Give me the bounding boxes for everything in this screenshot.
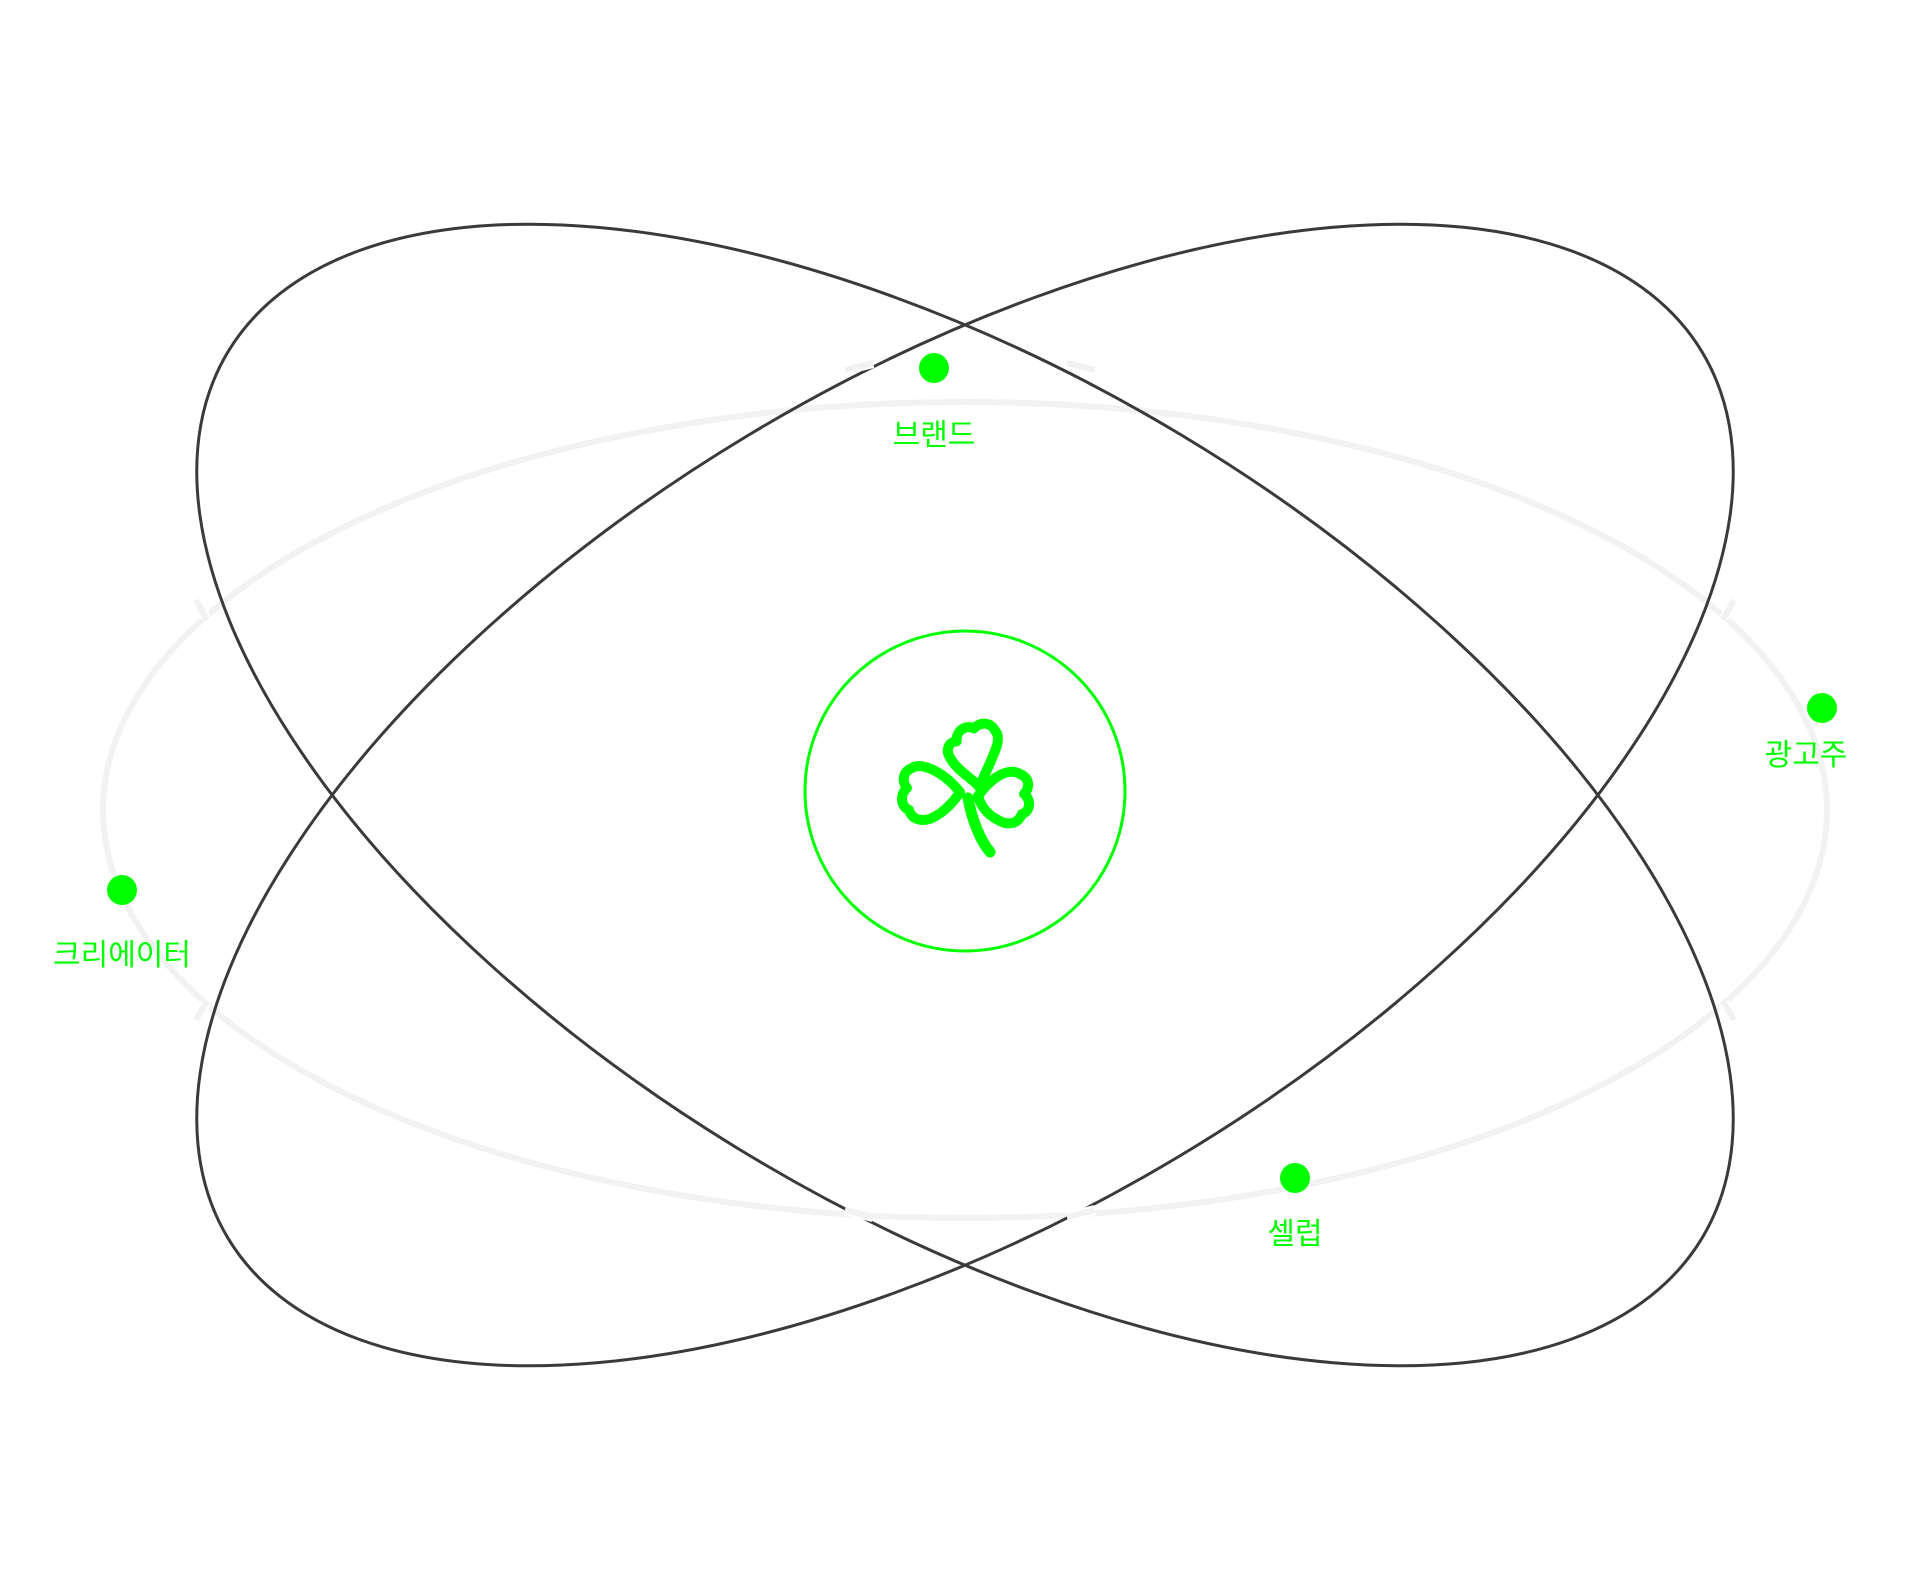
center-circle	[803, 629, 1127, 953]
orbit-dark-1	[195, 222, 1735, 1368]
node-label-creator: 크리에이터	[53, 938, 191, 973]
node-advertiser: 광고주	[1765, 693, 1848, 773]
node-dot-creator	[107, 875, 137, 905]
node-dot-brand	[919, 353, 949, 383]
node-label-advertiser: 광고주	[1765, 738, 1848, 773]
node-celeb: 셀럽	[1267, 1163, 1323, 1252]
orbit-light	[100, 399, 1830, 1221]
node-dot-celeb	[1280, 1163, 1310, 1193]
node-creator: 크리에이터	[53, 875, 191, 973]
clover-icon	[897, 718, 1034, 858]
node-dot-advertiser	[1807, 693, 1837, 723]
node-brand: 브랜드	[893, 353, 976, 453]
orbit-dark-2	[195, 222, 1735, 1368]
node-label-celeb: 셀럽	[1267, 1217, 1322, 1252]
node-label-brand: 브랜드	[893, 418, 976, 453]
